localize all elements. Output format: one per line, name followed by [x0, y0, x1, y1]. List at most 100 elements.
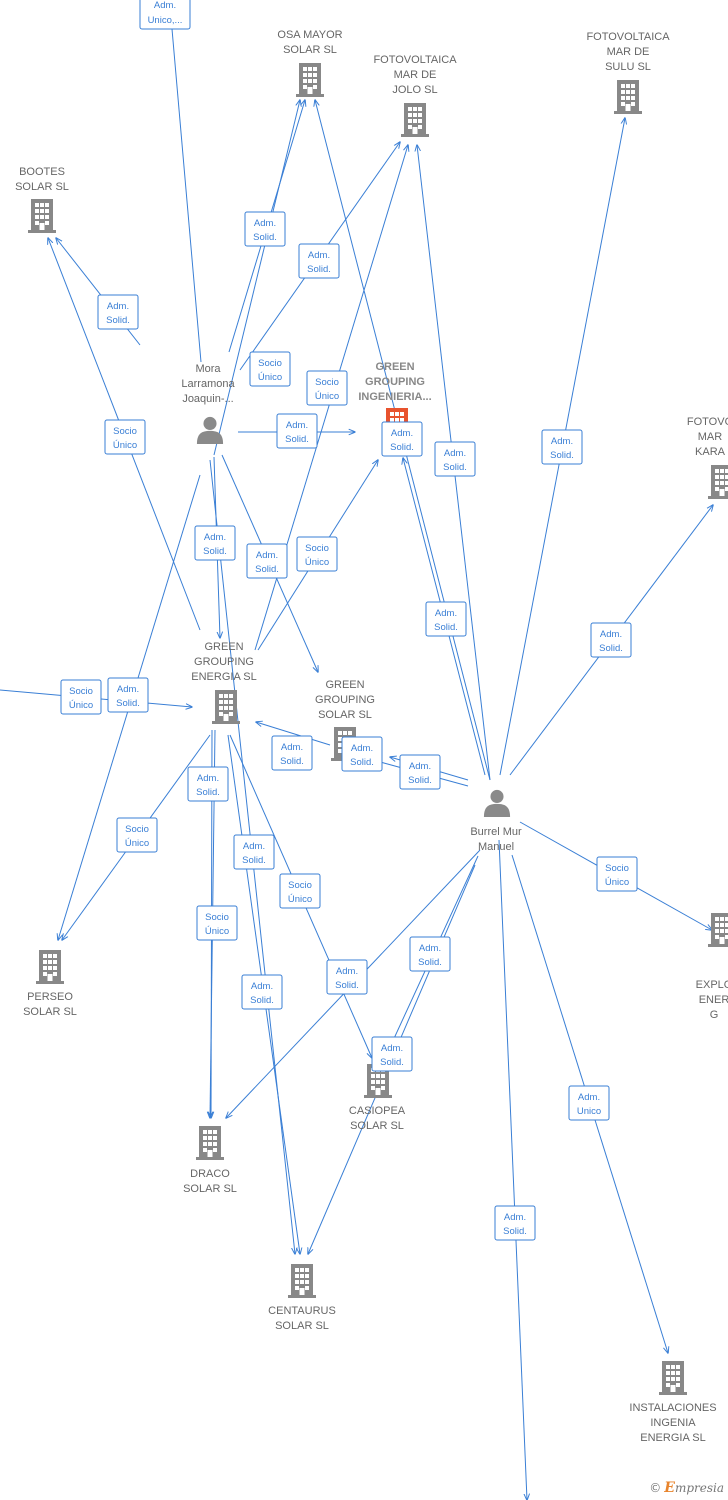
edge-label-line: Solid. — [280, 756, 304, 767]
edge-label-18[interactable]: Adm.Solid. — [341, 736, 383, 772]
edge-label-30[interactable]: Adm.Unico — [568, 1085, 610, 1121]
node-explo[interactable]: EXPLOENERG — [696, 913, 728, 1021]
edge-label-line: Socio — [205, 912, 229, 923]
edge-label-line: Solid. — [434, 622, 458, 633]
edge-label-1[interactable]: Adm.Solid. — [298, 243, 340, 279]
edge-label-17[interactable]: Adm. Solid. — [271, 735, 313, 771]
edge-label-box — [139, 0, 191, 30]
edge-label-6[interactable]: Adm.Solid. — [276, 413, 318, 449]
edge-label-9[interactable]: Adm.Solid. — [541, 429, 583, 465]
node-label-line: SOLAR SL — [15, 181, 69, 193]
edge-label-box — [399, 754, 441, 790]
edge-label-box — [249, 351, 291, 387]
node-label-line: SOLAR SL — [318, 709, 372, 721]
edge-label-29[interactable]: Adm.Solid. — [371, 1036, 413, 1072]
edge-label-31[interactable]: Adm.Solid. — [494, 1205, 536, 1241]
edge-label-line: Solid. — [350, 757, 374, 768]
edge-label-text: Adm.Unico — [577, 1092, 601, 1117]
edge-label-text: Adm.Solid. — [203, 532, 227, 557]
node-label-line: CENTAURUS — [268, 1305, 336, 1317]
node-label-line: FOTOVO — [687, 416, 728, 428]
edge-label-0[interactable]: Adm.Solid. — [244, 211, 286, 247]
node-label: Adm.Unico,... — [148, 0, 183, 26]
edge-label-text: Adm.Solid. — [443, 448, 467, 473]
edge-label-line: Adm. — [197, 773, 219, 784]
edge-label-2[interactable]: Adm.Solid. — [97, 294, 139, 330]
edge-label-27[interactable]: Adm.Solid. — [326, 959, 368, 995]
edge-label-line: Solid. — [203, 546, 227, 557]
edge-label-13[interactable]: Adm.Solid. — [246, 543, 288, 579]
edge-label-line: Adm. — [600, 629, 622, 640]
edge-label-line: Adm. — [254, 218, 276, 229]
edge-label-line: Adm. — [336, 966, 358, 977]
edge-label-14[interactable]: Adm. Solid. — [590, 622, 632, 658]
edge-label-line: Solid. — [116, 698, 140, 709]
edge-label-line: Adm. — [409, 761, 431, 772]
edge-label-line: Adm. — [117, 684, 139, 695]
building-icon — [36, 950, 64, 984]
edge-label-line: Adm. — [243, 841, 265, 852]
edge-label-8[interactable]: Adm.Solid. — [434, 441, 476, 477]
edge-label-22[interactable]: Adm.Solid. — [233, 834, 275, 870]
node-label: EXPLOENERG — [696, 979, 728, 1021]
edge-label-12[interactable]: Adm.Solid. — [194, 525, 236, 561]
edge-label-text: Adm. Solid. — [280, 742, 304, 767]
edge-label-line: Adm. — [504, 1212, 526, 1223]
edge-label-10[interactable]: Adm. Solid. — [425, 601, 467, 637]
node-label-line: FOTOVOLTAICA — [373, 54, 457, 66]
node-kara[interactable]: FOTOVOMARKARA — [687, 416, 728, 499]
edge-label-16[interactable]: Adm. Solid. — [107, 677, 149, 713]
edge-label-7[interactable]: Adm.Solid. — [381, 421, 423, 457]
edge-label-text: Adm.Solid. — [380, 1043, 404, 1068]
edge-label-box — [116, 817, 158, 853]
edge-label-28[interactable]: Adm.Solid. — [409, 936, 451, 972]
edge-label-box — [596, 856, 638, 892]
copyright-symbol: © — [649, 1481, 662, 1495]
edge-label-text: Adm.Solid. — [242, 841, 266, 866]
edge-label-box — [296, 536, 338, 572]
node-label-line: Adm. — [154, 0, 176, 11]
node-adm_unico_top[interactable]: Adm.Unico,... — [139, 0, 191, 30]
node-label-line: INSTALACIONES — [629, 1402, 716, 1414]
edge-label-line: Adm. — [435, 608, 457, 619]
edge-label-line: Adm. — [551, 436, 573, 447]
edge-label-20[interactable]: Adm.Solid. — [187, 766, 229, 802]
edge-label-line: Solid. — [599, 643, 623, 654]
building-icon — [212, 690, 240, 724]
edge-label-24[interactable]: Adm.Solid. — [241, 974, 283, 1010]
edge-label-19[interactable]: Adm.Solid. — [399, 754, 441, 790]
edge-label-line: Adm. — [281, 742, 303, 753]
edge-label-box — [107, 677, 149, 713]
edge-label-text: Adm.Solid. — [253, 218, 277, 243]
edge-label-line: Unico — [577, 1106, 601, 1117]
node-label-line: MAR — [698, 431, 723, 443]
